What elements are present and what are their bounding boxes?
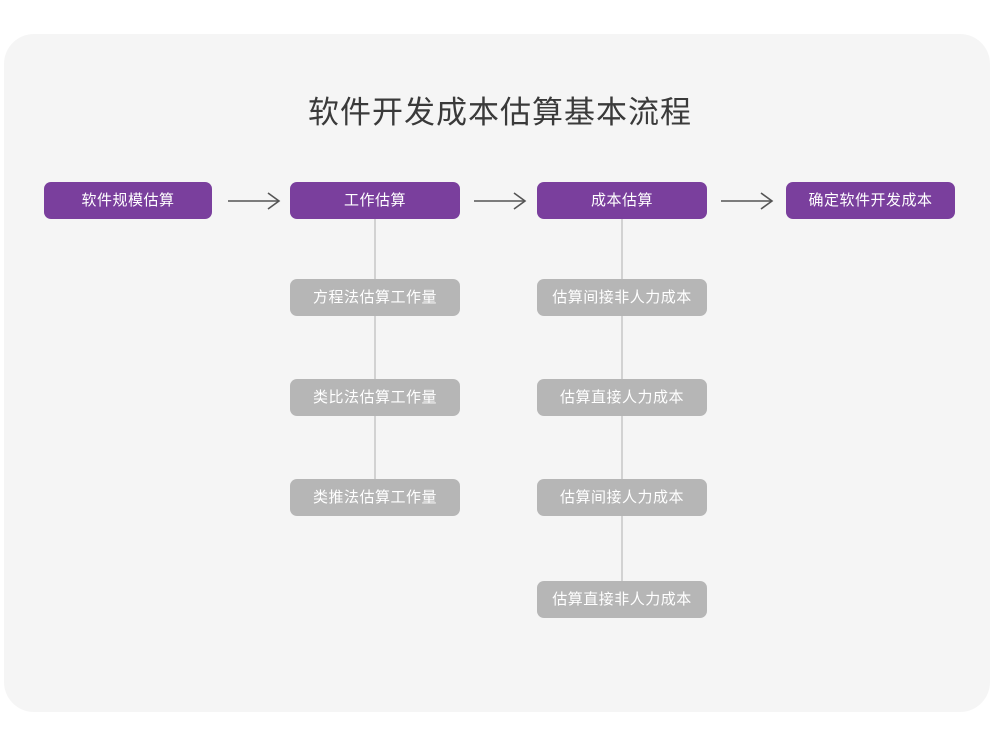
connector-line-work-branch xyxy=(374,219,376,499)
node-determine-development-cost[interactable]: 确定软件开发成本 xyxy=(786,182,955,219)
node-cost-indirect-nonlabor[interactable]: 估算间接非人力成本 xyxy=(537,279,707,316)
node-cost-indirect-labor[interactable]: 估算间接人力成本 xyxy=(537,479,707,516)
node-work-method-analogy[interactable]: 类比法估算工作量 xyxy=(290,379,460,416)
node-cost-direct-nonlabor[interactable]: 估算直接非人力成本 xyxy=(537,581,707,618)
content-card xyxy=(4,34,990,712)
page-title: 软件开发成本估算基本流程 xyxy=(308,95,692,130)
node-work-method-equation[interactable]: 方程法估算工作量 xyxy=(290,279,460,316)
node-work-method-inference[interactable]: 类推法估算工作量 xyxy=(290,479,460,516)
node-work-estimation[interactable]: 工作估算 xyxy=(290,182,460,219)
node-software-scale-estimation[interactable]: 软件规模估算 xyxy=(44,182,212,219)
arrow-scale-to-work xyxy=(226,190,288,212)
arrow-cost-to-final xyxy=(719,190,781,212)
node-cost-estimation[interactable]: 成本估算 xyxy=(537,182,707,219)
node-cost-direct-labor[interactable]: 估算直接人力成本 xyxy=(537,379,707,416)
arrow-work-to-cost xyxy=(472,190,534,212)
